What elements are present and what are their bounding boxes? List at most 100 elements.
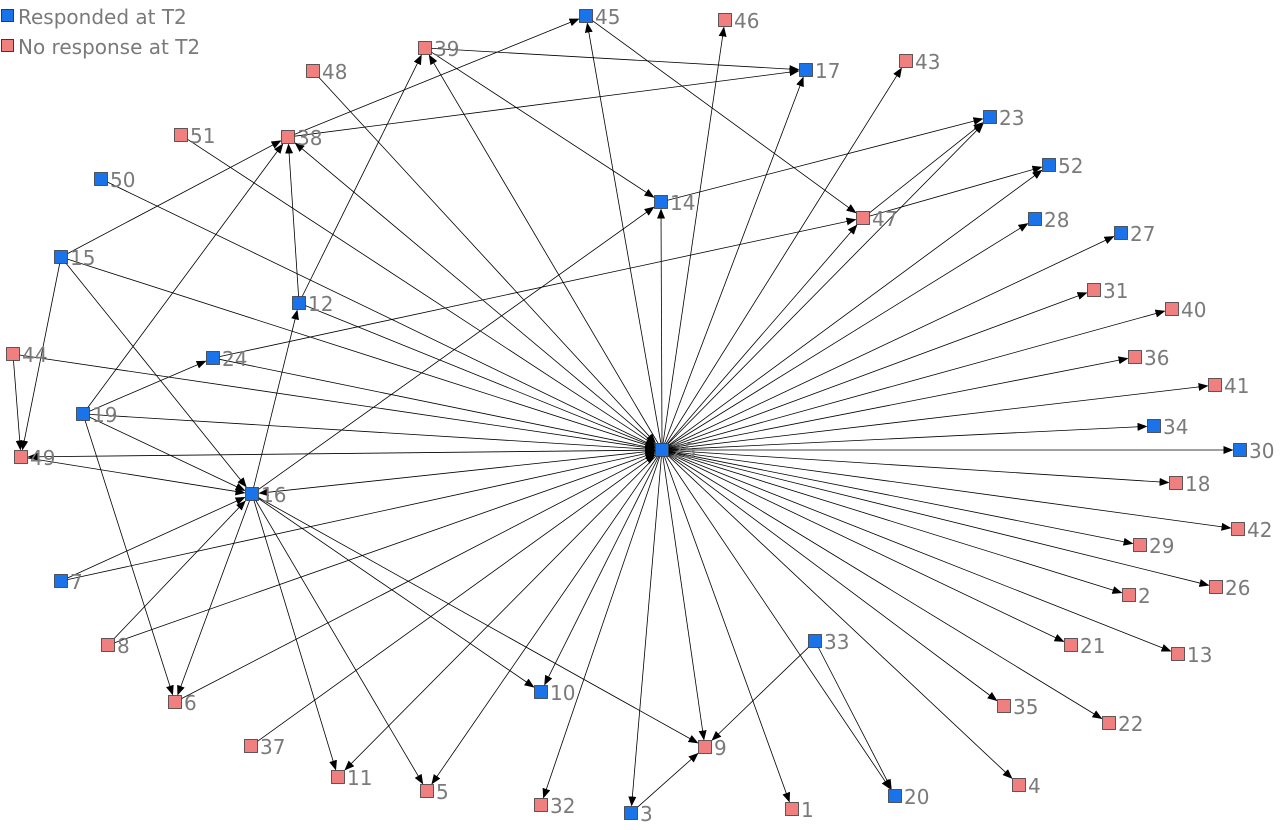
node-2: 2 bbox=[1122, 584, 1151, 608]
node-marker-18 bbox=[1169, 476, 1183, 490]
edge-19-to-25 bbox=[89, 414, 656, 453]
edge-14-to-23 bbox=[667, 117, 984, 201]
node-28: 28 bbox=[1028, 208, 1069, 232]
legend-label-responded: Responded at T2 bbox=[18, 5, 187, 29]
node-7: 7 bbox=[54, 570, 83, 594]
edge-25-to-10 bbox=[544, 456, 660, 686]
node-37: 37 bbox=[244, 735, 285, 759]
edge-44-to-49 bbox=[13, 360, 24, 451]
node-30: 30 bbox=[1233, 439, 1274, 463]
edge-25-to-14 bbox=[657, 208, 666, 444]
edge-39-to-17 bbox=[431, 48, 800, 74]
edge-19-to-6 bbox=[84, 420, 174, 696]
node-label-16: 16 bbox=[261, 483, 286, 507]
node-marker-7 bbox=[54, 574, 68, 588]
edge-25-to-2 bbox=[668, 451, 1123, 594]
node-marker-11 bbox=[331, 770, 345, 784]
node-marker-45 bbox=[579, 9, 593, 23]
node-43: 43 bbox=[899, 50, 940, 74]
node-marker-29 bbox=[1133, 538, 1147, 552]
edge-25-to-28 bbox=[668, 223, 1029, 447]
node-8: 8 bbox=[101, 634, 130, 658]
node-label-5: 5 bbox=[436, 780, 449, 804]
node-marker-8 bbox=[101, 638, 115, 652]
node-label-51: 51 bbox=[190, 124, 215, 148]
edge-39-to-14 bbox=[431, 51, 655, 198]
edge-25-to-49 bbox=[27, 449, 656, 461]
node-20: 20 bbox=[888, 785, 929, 809]
node-label-50: 50 bbox=[110, 168, 135, 192]
edge-6-to-25 bbox=[181, 453, 656, 699]
node-marker-9 bbox=[698, 740, 712, 754]
node-39: 39 bbox=[418, 37, 459, 61]
node-label-26: 26 bbox=[1225, 576, 1250, 600]
legend-swatch-responded bbox=[1, 9, 14, 22]
node-26: 26 bbox=[1209, 576, 1250, 600]
node-label-44: 44 bbox=[22, 343, 47, 367]
edge-25-to-23 bbox=[668, 123, 984, 444]
node-marker-52 bbox=[1042, 158, 1056, 172]
edge-25-to-34 bbox=[668, 422, 1148, 451]
node-19: 19 bbox=[76, 403, 117, 427]
node-label-21: 21 bbox=[1080, 634, 1105, 658]
node-label-6: 6 bbox=[184, 691, 197, 715]
edge-16-to-5 bbox=[255, 500, 424, 785]
node-marker-30 bbox=[1233, 443, 1247, 457]
node-marker-12 bbox=[292, 296, 306, 310]
edge-25-to-46 bbox=[662, 26, 727, 444]
edge-8-to-25 bbox=[114, 451, 656, 644]
node-29: 29 bbox=[1133, 534, 1174, 558]
node-label-42: 42 bbox=[1247, 518, 1272, 542]
node-1: 1 bbox=[785, 798, 814, 822]
edge-25-to-45 bbox=[584, 22, 662, 444]
node-marker-26 bbox=[1209, 580, 1223, 594]
node-label-3: 3 bbox=[640, 802, 653, 826]
node-label-32: 32 bbox=[550, 794, 575, 818]
node-17: 17 bbox=[799, 59, 840, 83]
edge-47-to-52 bbox=[869, 165, 1043, 217]
node-label-22: 22 bbox=[1118, 712, 1143, 736]
edge-25-to-17 bbox=[664, 76, 804, 444]
edge-25-to-27 bbox=[668, 236, 1115, 448]
edge-49-to-16 bbox=[27, 457, 246, 496]
node-3: 3 bbox=[624, 802, 653, 826]
node-marker-39 bbox=[418, 41, 432, 55]
node-marker-34 bbox=[1147, 419, 1161, 433]
node-label-15: 15 bbox=[70, 246, 95, 270]
edge-25-to-1 bbox=[664, 456, 790, 803]
node-marker-44 bbox=[6, 347, 20, 361]
node-label-23: 23 bbox=[999, 106, 1024, 130]
node-marker-48 bbox=[306, 64, 320, 78]
node-label-37: 37 bbox=[260, 735, 285, 759]
edge-12-to-25 bbox=[305, 305, 656, 448]
legend-swatch-no-response bbox=[1, 39, 14, 52]
node-16: 16 bbox=[245, 483, 286, 507]
node-13: 13 bbox=[1171, 643, 1212, 667]
node-24: 24 bbox=[206, 347, 247, 371]
node-18: 18 bbox=[1169, 472, 1210, 496]
node-marker-38 bbox=[281, 130, 295, 144]
edge-25-to-40 bbox=[668, 309, 1166, 449]
node-label-38: 38 bbox=[297, 126, 322, 150]
node-label-10: 10 bbox=[550, 681, 575, 705]
edge-44-to-25 bbox=[19, 354, 656, 452]
node-marker-41 bbox=[1208, 378, 1222, 392]
node-marker-10 bbox=[534, 685, 548, 699]
edge-16-to-10 bbox=[258, 498, 535, 688]
node-marker-15 bbox=[54, 250, 68, 264]
node-label-45: 45 bbox=[595, 5, 620, 29]
node-marker-14 bbox=[654, 195, 668, 209]
node-label-4: 4 bbox=[1028, 774, 1041, 798]
node-marker-46 bbox=[718, 13, 732, 27]
edge-45-to-47 bbox=[592, 20, 857, 214]
node-14: 14 bbox=[654, 191, 695, 215]
edge-25-to-29 bbox=[668, 450, 1134, 546]
node-33: 33 bbox=[808, 630, 849, 654]
node-21: 21 bbox=[1064, 634, 1105, 658]
node-label-33: 33 bbox=[824, 630, 849, 654]
node-marker-5 bbox=[420, 784, 434, 798]
node-label-31: 31 bbox=[1103, 279, 1128, 303]
edge-33-to-20 bbox=[818, 647, 892, 790]
